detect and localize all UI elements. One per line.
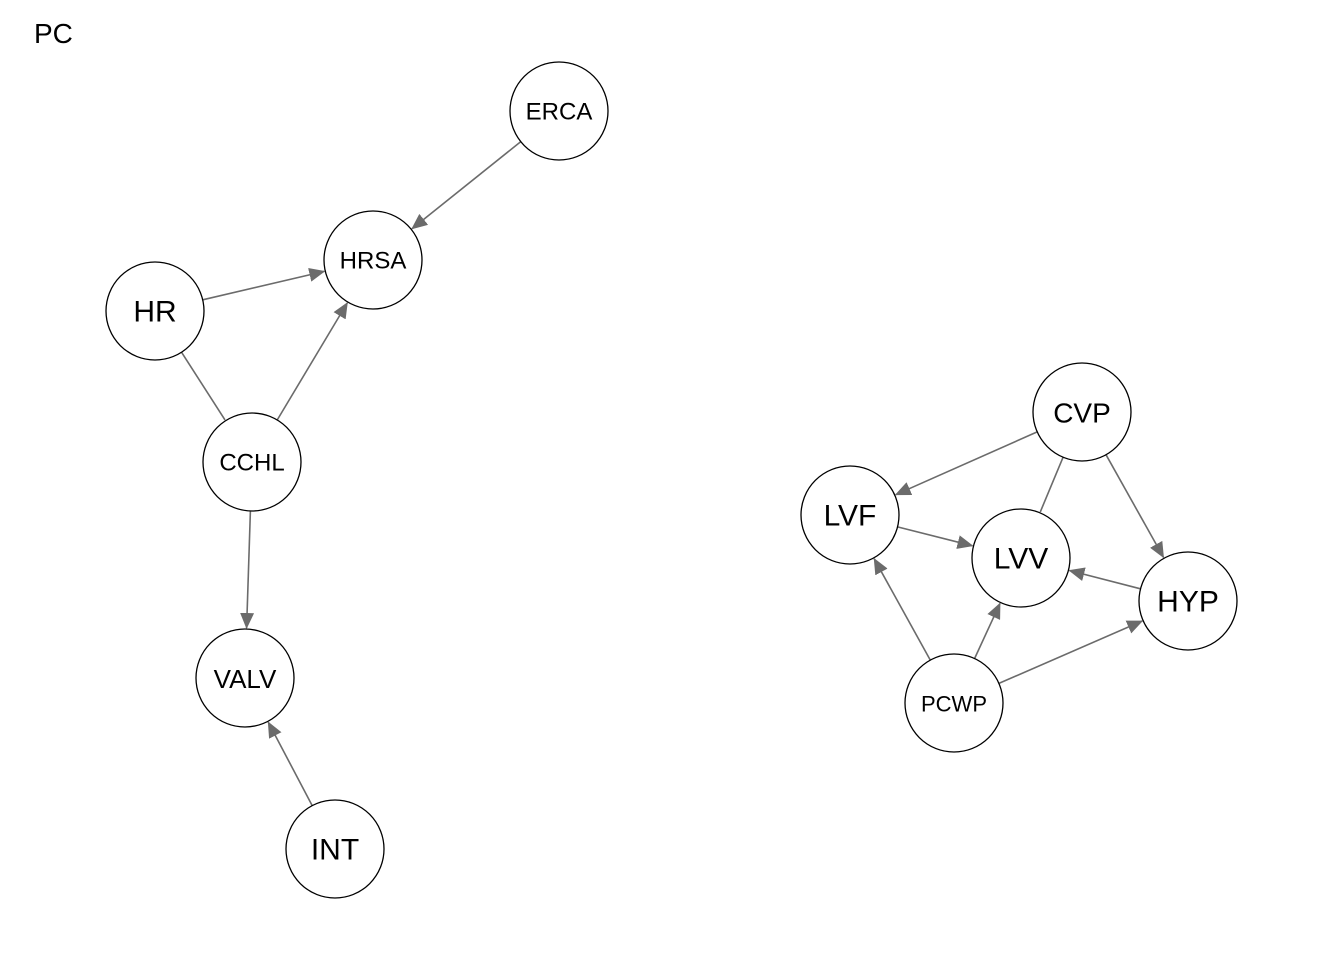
node-circle (800, 465, 900, 565)
edge-pcwp-lvv (973, 602, 1001, 659)
node-circle (202, 412, 302, 512)
edges-layer (180, 140, 1165, 806)
node-valv: VALV (195, 628, 295, 728)
node-label: HRSA (340, 248, 407, 275)
edge-cvp-hyp (1105, 454, 1165, 559)
edge-hr-hrsa (202, 267, 326, 301)
edge-erca-hrsa (411, 140, 522, 230)
node-cvp: CVP (1032, 362, 1132, 462)
edge-pcwp-hyp (998, 620, 1144, 685)
graph-title: PC (34, 18, 73, 49)
edge-int-valv (267, 721, 313, 806)
node-label: VALV (214, 664, 277, 694)
node-erca: ERCA (509, 61, 609, 161)
node-label: HYP (1157, 586, 1219, 619)
edge-cvp-lvf (894, 431, 1038, 496)
node-circle (285, 799, 385, 899)
node-circle (195, 628, 295, 728)
node-lvv: LVV (971, 508, 1071, 608)
node-circle (1138, 551, 1238, 651)
node-circle (1032, 362, 1132, 462)
node-label: CCHL (219, 450, 284, 477)
node-label: PCWP (921, 692, 987, 717)
node-circle (105, 261, 205, 361)
node-label: ERCA (526, 99, 593, 126)
edge-cchl-hrsa (276, 302, 348, 421)
node-circle (323, 210, 423, 310)
node-hyp: HYP (1138, 551, 1238, 651)
edge-hyp-lvv (1068, 567, 1141, 590)
node-circle (904, 653, 1004, 753)
node-label: INT (311, 834, 359, 867)
node-hr: HR (105, 261, 205, 361)
node-label: LVF (824, 500, 877, 533)
nodes-layer: ERCA HRSA HR CCHL VALV INT CVP LVF LVV HYP PCWP (105, 61, 1238, 899)
node-circle (971, 508, 1071, 608)
node-label: HR (133, 296, 176, 329)
edge-pcwp-lvf (873, 557, 931, 661)
node-int: INT (285, 799, 385, 899)
edge-cchl-valv (240, 510, 255, 629)
node-label: CVP (1053, 398, 1111, 429)
edge-cvp-lvv (1039, 456, 1064, 513)
node-circle (509, 61, 609, 161)
node-pcwp: PCWP (904, 653, 1004, 753)
node-lvf: LVF (800, 465, 900, 565)
node-label: LVV (994, 543, 1048, 576)
edge-hr-cchl (180, 351, 226, 421)
edge-lvf-lvv (897, 526, 974, 549)
node-cchl: CCHL (202, 412, 302, 512)
node-hrsa: HRSA (323, 210, 423, 310)
